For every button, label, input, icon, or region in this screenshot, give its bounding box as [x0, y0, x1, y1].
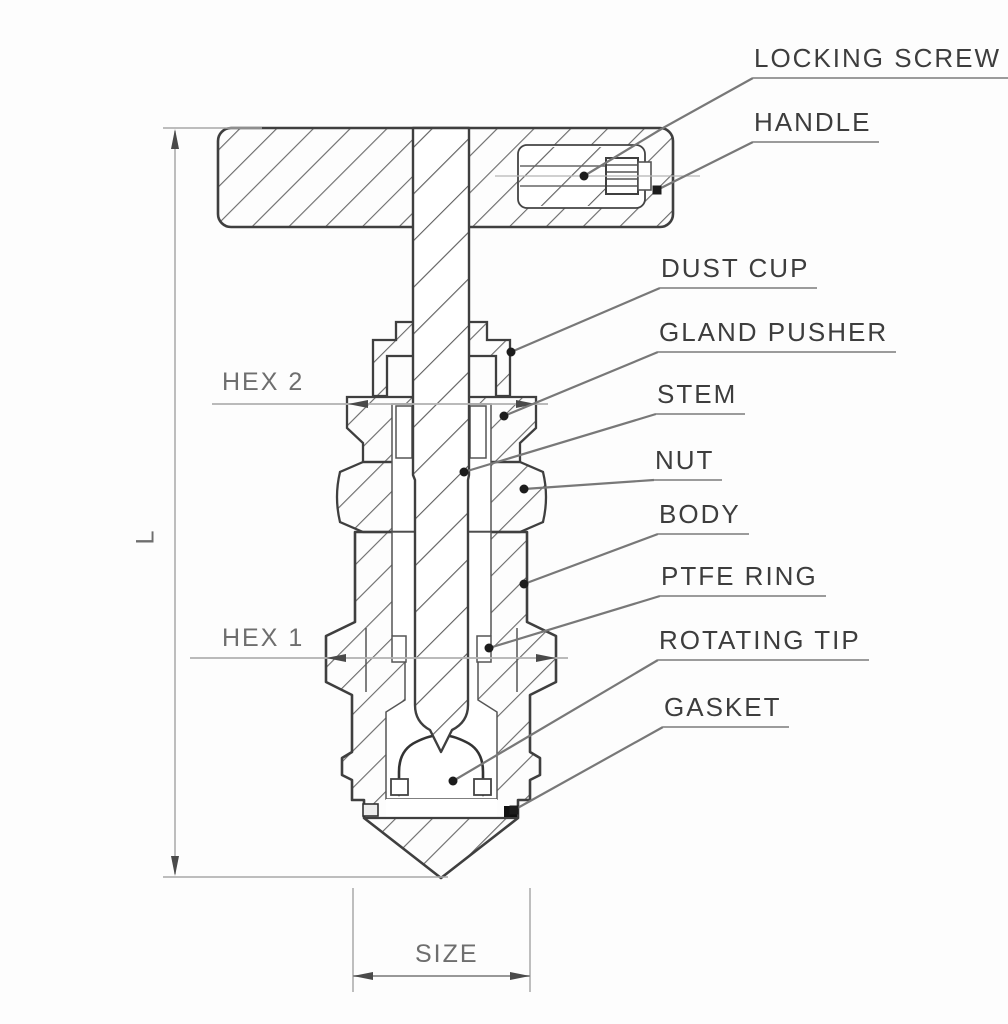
label-body: BODY: [658, 499, 749, 535]
dimension-hex1: [190, 654, 568, 662]
label-dim-l: L: [131, 528, 160, 545]
leader-locking-screw: [583, 77, 754, 177]
leader-lines: [452, 77, 754, 811]
ptfe-ring-section: [391, 635, 492, 663]
label-nut: NUT: [654, 445, 723, 481]
label-handle: HANDLE: [753, 107, 880, 143]
label-ptfe-ring: PTFE RING: [660, 561, 826, 597]
leader-nut: [523, 478, 655, 491]
leader-handle: [656, 141, 754, 191]
leader-body: [523, 532, 659, 586]
leader-gland-pusher: [503, 350, 659, 418]
dimension-hex2: [212, 400, 548, 408]
label-dim-hex1: HEX 1: [222, 624, 305, 652]
label-gasket: GASKET: [663, 692, 790, 728]
label-dim-size: SIZE: [415, 940, 479, 968]
leader-stem: [463, 412, 657, 474]
leader-dots: [448, 171, 662, 815]
label-rotating-tip: ROTATING TIP: [658, 625, 869, 661]
label-dust-cup: DUST CUP: [660, 253, 818, 289]
label-gland-pusher: GLAND PUSHER: [658, 317, 897, 353]
leader-dust-cup: [510, 286, 661, 354]
label-locking-screw: LOCKING SCREW: [753, 43, 1008, 79]
leader-ptfe-ring: [488, 594, 661, 650]
dimension-size: [352, 888, 531, 992]
leader-gasket: [513, 726, 664, 811]
label-stem: STEM: [656, 379, 746, 415]
stem-section: [411, 126, 471, 754]
label-dim-hex2: HEX 2: [222, 368, 305, 396]
dimension-l: [163, 127, 448, 878]
dust-cup-section: [371, 320, 512, 398]
leader-rotating-tip: [452, 659, 659, 782]
